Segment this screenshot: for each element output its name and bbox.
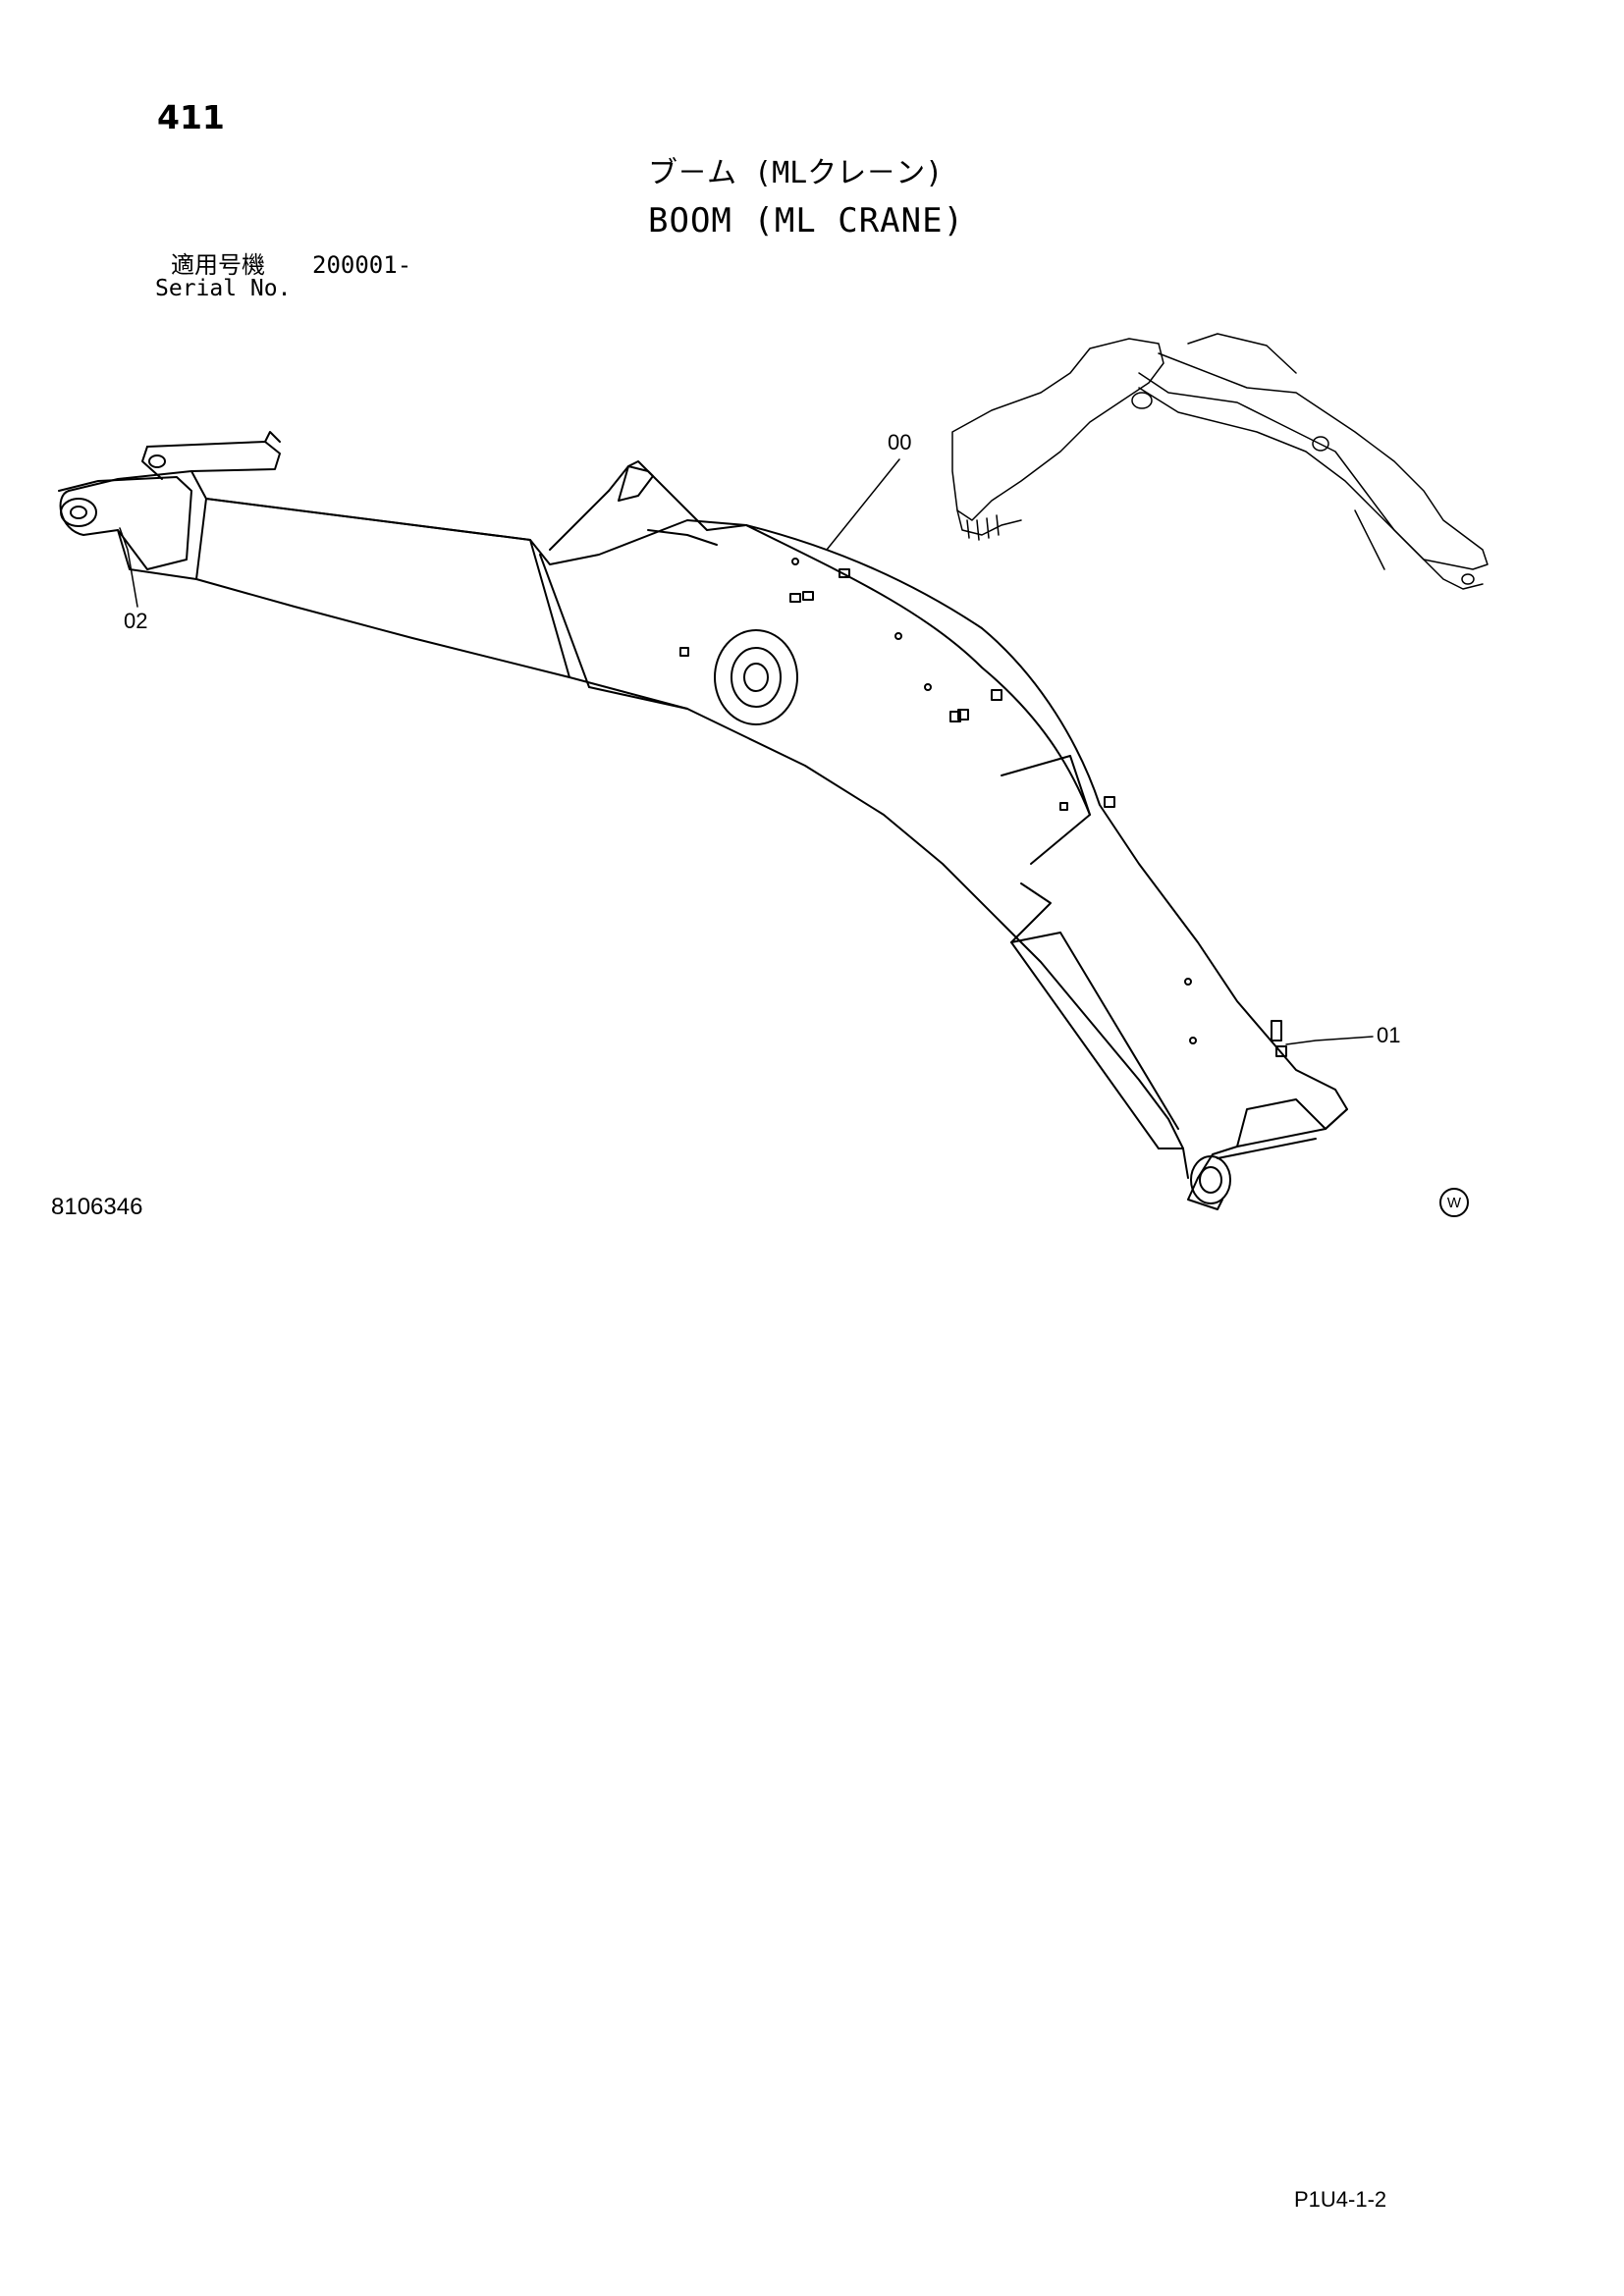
- page-title-english: BOOM (ML CRANE): [648, 201, 965, 240]
- boom-parts-drawing: [58, 333, 1489, 1210]
- page-title-japanese: ブ－ム (MLクレ－ン): [648, 156, 944, 190]
- serial-label-english: Serial No.: [155, 276, 292, 301]
- overview-sketch: [951, 333, 1489, 590]
- callout-label: 02: [124, 609, 148, 633]
- leader-lines: [119, 458, 1374, 1045]
- callout-label: 01: [1377, 1023, 1401, 1047]
- serial-label-japanese: 適用号機: [171, 251, 265, 279]
- page-code: P1U4-1-2: [1294, 2187, 1387, 2212]
- page-number: 411: [157, 98, 225, 136]
- serial-range: 200001-: [312, 251, 412, 279]
- figure-number: 8106346: [51, 1194, 143, 1220]
- boom-body: [58, 431, 1348, 1210]
- callout-label: 00: [888, 430, 912, 454]
- circled-w-mark: W: [1439, 1188, 1469, 1217]
